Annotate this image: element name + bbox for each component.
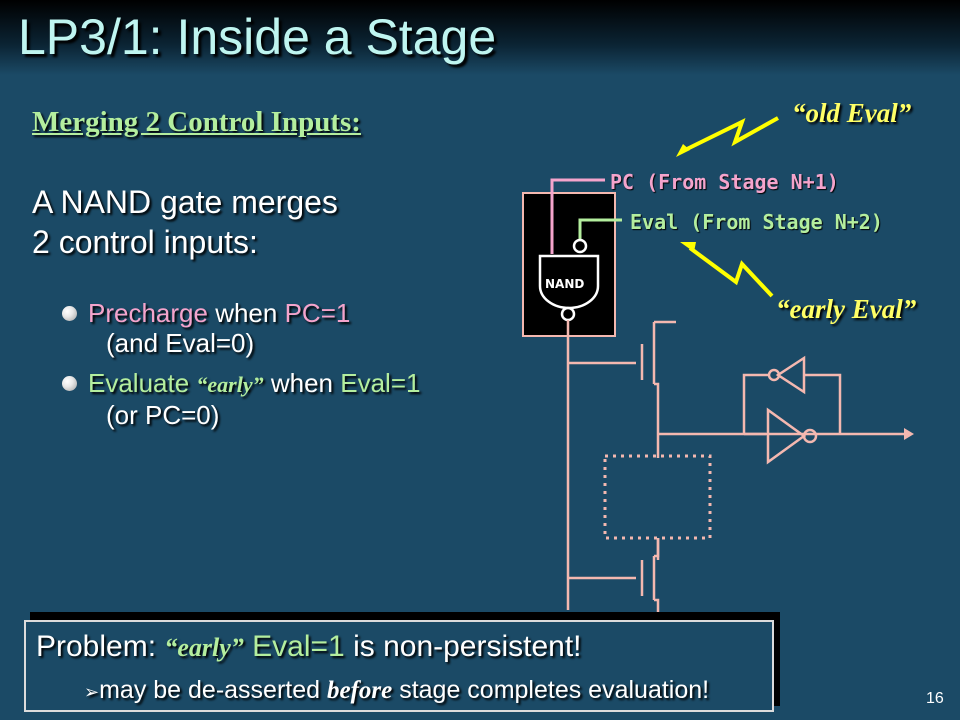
bullet1-continuation: (and Eval=0) <box>106 328 255 358</box>
circuit-wires <box>566 320 906 612</box>
problem-highlight: Eval=1 <box>252 630 345 663</box>
eval-bubble <box>572 238 588 254</box>
problem-box: Problem: “early” Eval=1 is non-persisten… <box>24 620 774 712</box>
main-line-1: A NAND gate merges <box>32 184 338 220</box>
problem-prefix: Problem: <box>36 630 165 663</box>
title-bar <box>0 0 960 75</box>
problem-detail: ➢may be de-asserted before stage complet… <box>84 676 709 705</box>
slide-subtitle: Merging 2 Control Inputs: <box>32 106 361 138</box>
pc-wire <box>550 178 605 254</box>
output-bubble <box>802 428 818 444</box>
problem-quoted: “early” <box>164 633 244 662</box>
eval-wire <box>578 218 622 240</box>
main-line-2: 2 control inputs: <box>32 224 258 260</box>
bullet2-quoted: “early” <box>196 372 264 397</box>
keeper-inverter <box>775 355 806 395</box>
bullet-dot-icon <box>62 306 77 321</box>
problem-sub-post: stage completes evaluation! <box>392 676 710 704</box>
output-inverter <box>766 407 807 465</box>
problem-statement: Problem: “early” Eval=1 is non-persisten… <box>36 630 582 664</box>
bullet-list: Precharge when PC=1 (and Eval=0) Evaluat… <box>60 298 420 440</box>
evaluation-block <box>603 454 712 540</box>
bullet2-condition: Eval=1 <box>340 368 421 398</box>
bullet1-mid: when <box>207 298 285 328</box>
problem-sub-pre: may be de-asserted <box>99 676 327 704</box>
bullet-dot-icon <box>62 376 77 391</box>
nand-output-bubble <box>560 306 576 322</box>
bullet2-term: Evaluate <box>88 368 190 398</box>
problem-suffix: is non-persistent! <box>344 630 582 663</box>
nand-label: NAND <box>545 277 585 291</box>
bullet1-term: Precharge <box>88 298 208 328</box>
keeper-bubble <box>767 368 781 382</box>
bullet-evaluate: Evaluate “early” when Eval=1 (or PC=0) <box>60 368 420 430</box>
bullet-precharge: Precharge when PC=1 (and Eval=0) <box>60 298 420 358</box>
old-eval-lightning-icon <box>684 116 779 152</box>
problem-sub-emphasis: before <box>327 677 393 704</box>
output-arrow-icon <box>904 428 914 440</box>
bullet2-mid: when <box>263 368 341 398</box>
early-eval-lightning-icon <box>688 246 774 298</box>
old-eval-callout: “old Eval” <box>792 98 912 128</box>
bullet2-continuation: (or PC=0) <box>106 400 220 430</box>
main-statement: A NAND gate merges 2 control inputs: <box>32 182 338 262</box>
slide-title: LP3/1: Inside a Stage <box>18 9 497 65</box>
page-number: 16 <box>926 690 944 707</box>
early-eval-callout: “early Eval” <box>776 294 917 324</box>
eval-signal-label: Eval (From Stage N+2) <box>630 210 883 234</box>
bullet1-condition: PC=1 <box>284 298 351 328</box>
pc-signal-label: PC (From Stage N+1) <box>610 170 839 194</box>
arrow-bullet-icon: ➢ <box>84 682 100 702</box>
